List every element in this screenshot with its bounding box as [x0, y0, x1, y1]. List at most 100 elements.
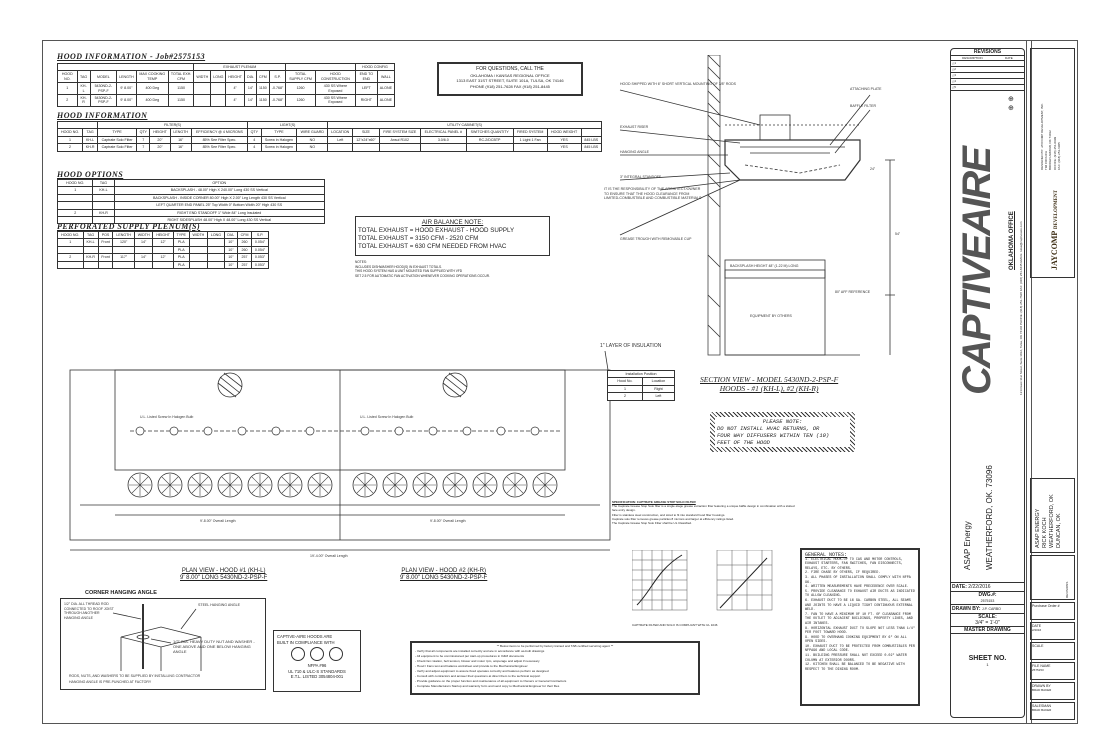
table-row: BACKSPLASH - INSIDE CORNER 80.00" High X…: [56, 193, 326, 203]
table-row: RIGHT SIDESPLASH 48.00" High X 48.00" Lo…: [56, 216, 326, 225]
table-cell: RIGHT END STANDOFF 1" Wide 84" Long Insu…: [113, 208, 326, 218]
column-header: CFM: [255, 70, 270, 84]
table-cell: [378, 143, 421, 152]
light-fixture-icon: [394, 426, 404, 436]
table-cell: BACKSPLASH - INSIDE CORNER 80.00" High X…: [113, 193, 326, 203]
table-cell: 1260: [285, 82, 316, 96]
general-note-item: 2. FIRE CHASE BY OTHERS, IF REQUIRED.: [805, 571, 881, 576]
table-cell: 0.054": [251, 245, 269, 255]
section-label: BACKSPLASH HEIGHT 48" (1.22 M) LONG: [730, 264, 799, 268]
column-header: HOOD NO.: [56, 178, 94, 188]
column-header: S.P.: [268, 70, 287, 84]
column-header: HOOD NO.: [57, 230, 84, 240]
drawn-by: J.P. CARBO: [981, 607, 1001, 611]
column-header: TOTAL SUPPLY CFM: [285, 70, 316, 84]
nfpa-seal-icon: [291, 647, 305, 661]
table-cell: Front: [97, 238, 114, 247]
sheet-label: SHEET NO.: [968, 655, 1007, 662]
project-line: RICK KOCH: [1042, 517, 1048, 548]
table-cell: [92, 193, 115, 203]
master-drawing-label: MASTER DRAWING: [951, 626, 1024, 634]
table-cell: 12": [152, 238, 174, 247]
table-cell: 20": [149, 135, 171, 145]
startup-note: - Verify and adjust equipment to assure …: [415, 669, 549, 673]
table-cell: 7: [136, 143, 151, 152]
table-row: Hood No.Location: [607, 377, 676, 386]
table-cell: [188, 253, 209, 262]
supply-diffuser-icon: [307, 472, 333, 498]
table-cell: [207, 238, 225, 247]
group-header: FILTER(S): [97, 120, 249, 130]
table-cell: [188, 238, 209, 247]
ul-seal-icon: [310, 647, 324, 661]
table-cell: YES: [546, 135, 582, 145]
table-cell: 1150: [255, 94, 270, 107]
table-cell: 1150: [167, 94, 195, 107]
designer-line: FAX: (918) 251-6965: [1056, 142, 1061, 170]
designer-block: [1030, 48, 1075, 278]
table-cell: 1150: [167, 82, 195, 96]
column-header: MODEL: [89, 70, 118, 84]
table-cell: KH-L: [76, 82, 91, 96]
table-cell: 430 SS Where Exposed: [314, 82, 356, 96]
table-cell: KH-L: [92, 186, 115, 195]
supply-diffuser-icon: [247, 472, 273, 498]
corner-angle-title: CORNER HANGING ANGLE: [85, 590, 157, 596]
table-cell: ALONE: [376, 94, 396, 107]
table-cell: NO: [296, 135, 329, 145]
group-header: HOOD CONFIG: [354, 62, 396, 72]
table-cell: PLA: [172, 245, 190, 255]
table-cell: ALONE: [376, 82, 396, 96]
startup-note: - Check fan rotation, belt tension, blow…: [415, 659, 540, 663]
column-header: [580, 128, 603, 137]
group-header: [56, 62, 195, 72]
table-cell: 845 LBS: [580, 135, 603, 145]
table-cell: 4": [225, 94, 245, 107]
side-revisions: [1030, 555, 1075, 600]
table-cell: KH-R: [82, 253, 99, 262]
column-header: MAX COOKING TEMP: [135, 70, 169, 84]
captiveaire-seal-icons: ⊕⊕: [1008, 96, 1014, 112]
project-name: ASAP Energy: [963, 521, 972, 570]
air-balance-title: AIR BALANCE NOTE:: [421, 219, 484, 226]
supply-diffuser-icon: [157, 472, 183, 498]
column-header: QTY: [136, 128, 151, 137]
table-cell: 5430ND-2-PSP-F: [89, 94, 118, 107]
please-note-box: PLEASE NOTE: DO NOT INSTALL HVAC RETURNS…: [710, 412, 855, 452]
startup-note: - Provide guidance on the proper functio…: [415, 679, 567, 683]
table-cell: 2: [57, 94, 78, 107]
table-cell: 1150: [255, 82, 270, 96]
light-fixture-icon: [462, 426, 472, 436]
general-notes-title: GENERAL NOTES:: [805, 552, 848, 558]
section-label: GREASE TROUGH WITH REMOVABLE CUP: [620, 237, 692, 241]
column-header: HEIGHT: [152, 230, 174, 240]
hood-info-filters-table: FILTER(S)LIGHT(S)UTILITY CABINET(S)HOOD …: [56, 120, 603, 152]
column-header: TAG: [82, 230, 99, 240]
column-header: SIZE: [352, 128, 380, 137]
corner-hanging-angle-detail: 1/2" DIA. ALL THREAD ROD CONNECTED TO RO…: [60, 598, 266, 690]
table-cell: [152, 260, 174, 270]
table-cell: Left: [327, 135, 354, 145]
table-cell: [133, 245, 154, 255]
supply-diffuser-icon: [412, 472, 438, 498]
bulb-note: U.L. Listed Screw In Halogen Bulb: [140, 415, 193, 419]
hood-info-2-title: HOOD INFORMATION: [57, 111, 148, 120]
section-label: BAFFLE FILTER: [850, 104, 876, 108]
questions-line: FOR QUESTIONS, CALL THE: [476, 66, 544, 72]
corner-label: HANGING ANGLE IS PRE-PUNCHED AT FACTORY: [69, 680, 152, 684]
column-header: SWITCHES QUANTITY: [465, 128, 514, 137]
column-header: HOOD NO.: [57, 70, 78, 84]
light-fixture-icon: [203, 426, 213, 436]
table-cell: NO: [296, 143, 329, 152]
general-note-item: 9. HOOD TO OVERHANG COOKING EQUIPMENT BY…: [805, 635, 907, 645]
plan-view-2-title: PLAN VIEW - HOOD #2 (KH-R)9' 8.00" LONG …: [400, 568, 488, 581]
column-header: TAG: [76, 70, 91, 84]
install-title: Installation Position: [607, 369, 675, 379]
